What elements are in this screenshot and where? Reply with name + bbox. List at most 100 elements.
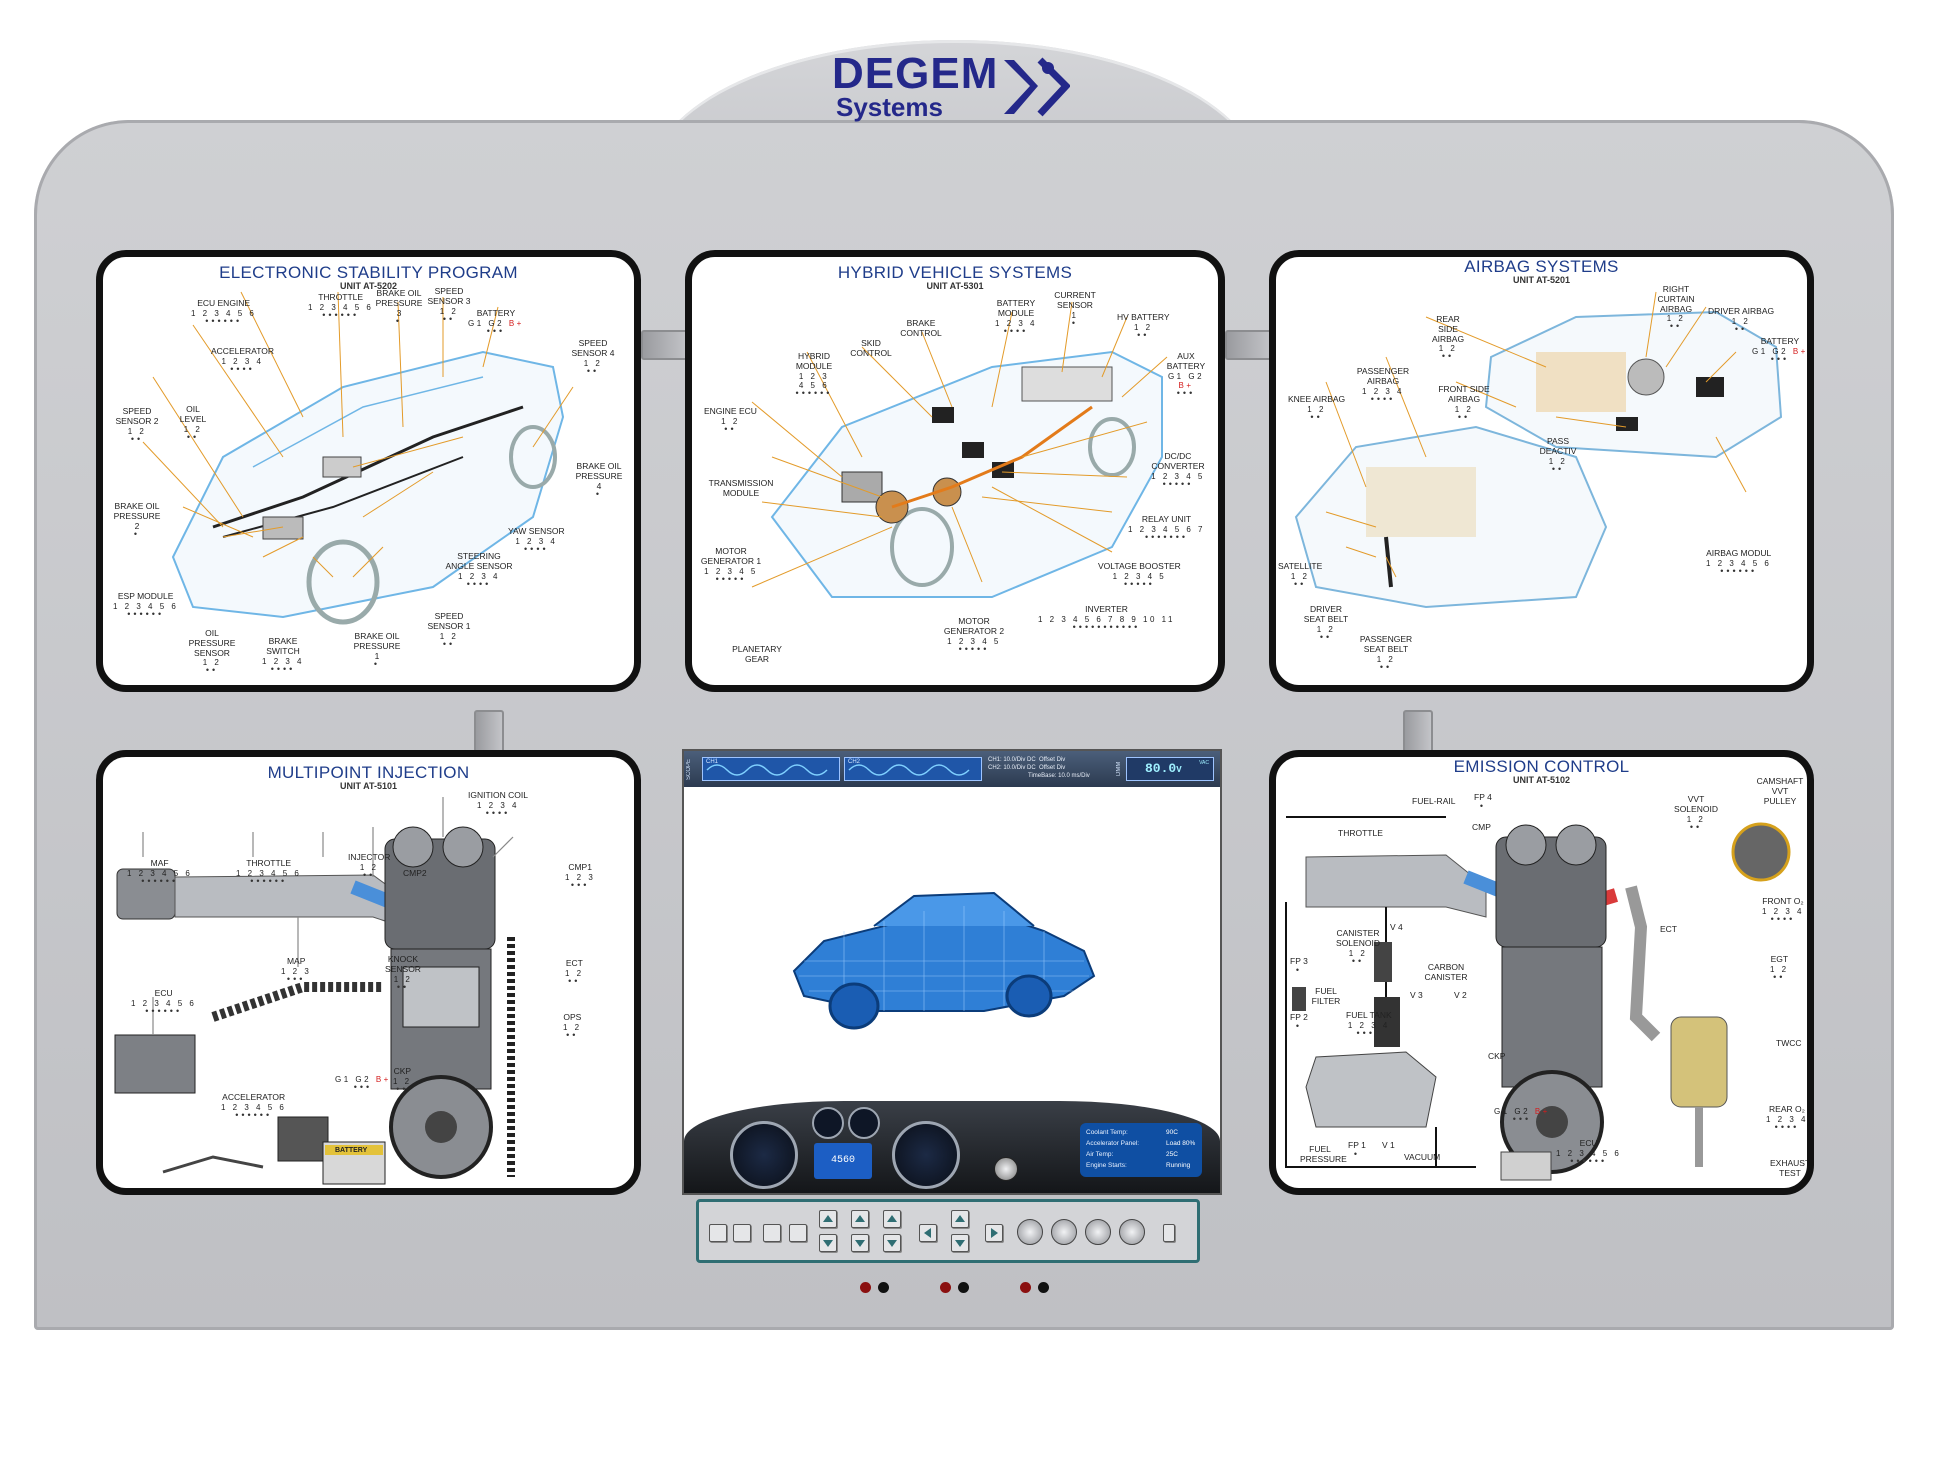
panel-unit: UNIT AT-5202 [339, 281, 397, 291]
ignition-key-icon[interactable] [994, 1157, 1018, 1181]
rotary-knob-1[interactable] [1017, 1219, 1043, 1245]
connector-fuel-pressure: FUEL PRESSURE [1300, 1144, 1347, 1164]
simulator-screen[interactable]: SCOPE CH1 CH2 CH1: 10.0/Div DC Offset Di… [682, 749, 1222, 1195]
dmm-mode: VAC [1199, 760, 1209, 766]
wireframe-car-model[interactable] [784, 881, 1104, 1031]
connector-exhaust-test: EXHAUST TEST [1770, 1158, 1811, 1178]
up-arrow-button[interactable] [951, 1210, 969, 1228]
connector-planetary-gear: PLANETARY GEAR [732, 644, 782, 664]
arrow-down-icon [823, 1240, 833, 1247]
connector-vacuum: VACUUM [1404, 1152, 1441, 1162]
panel-unit: UNIT AT-5102 [1512, 775, 1570, 785]
control-button-4[interactable] [789, 1224, 807, 1242]
down-arrow-button[interactable] [851, 1234, 869, 1252]
airbag-car-diagram [1294, 291, 1783, 609]
control-button-1[interactable] [709, 1224, 727, 1242]
left-arrow-button[interactable] [919, 1224, 937, 1242]
scope-measurements: CH1: 10.0/Div DC Offset Div CH2: 10.0/Di… [988, 757, 1090, 780]
jack-black[interactable] [1038, 1282, 1049, 1293]
connector-transmission-module: TRANSMISSION MODULE [708, 478, 774, 498]
up-arrow-button[interactable] [883, 1210, 901, 1228]
connector-carbon-canister: CARBON CANISTER [1424, 962, 1468, 982]
scope-channel-1[interactable]: CH1 [702, 757, 840, 781]
arrow-up-icon [955, 1215, 965, 1222]
info-engine-starts: Engine Starts:Running [1086, 1162, 1191, 1169]
channel-2-waveform-icon [848, 764, 970, 776]
down-arrow-button[interactable] [819, 1234, 837, 1252]
connector-fp2: FP 2• [1290, 1012, 1308, 1031]
panel-airbag-systems: AIRBAG SYSTEMS UNIT AT-5201 RIGHT CURTAI… [1269, 250, 1814, 692]
connector-brake-oil-pressure-2: BRAKE OIL PRESSURE 2• [113, 501, 161, 540]
jack-black[interactable] [958, 1282, 969, 1293]
connector-v3: V 3 [1410, 990, 1423, 1000]
temperature-gauge [848, 1107, 880, 1139]
instrument-cluster: 4560 Coolant Temp:90C Accelerator Panel:… [684, 1101, 1220, 1193]
channel-2-tag: CH2 [848, 759, 861, 765]
rotary-knob-3[interactable] [1085, 1219, 1111, 1245]
esp-car-diagram [142, 291, 574, 625]
arrow-up-icon [855, 1215, 865, 1222]
panel-title: AIRBAG SYSTEMS [1464, 257, 1619, 276]
battery-label: BATTERY [335, 1147, 368, 1154]
panel-multipoint-injection: MULTIPOINT INJECTION UNIT AT-5101 IGNITI… [96, 750, 641, 1195]
arrow-down-icon [955, 1240, 965, 1247]
jack-red[interactable] [1020, 1282, 1031, 1293]
jack-black[interactable] [878, 1282, 889, 1293]
jack-red[interactable] [860, 1282, 871, 1293]
info-coolant-temp: Coolant Temp:90C [1086, 1129, 1178, 1136]
connector-cmp: CMP [1472, 822, 1491, 832]
control-button-3[interactable] [763, 1224, 781, 1242]
panel-electronic-stability-program: ELECTRONIC STABILITY PROGRAM UNIT AT-520… [96, 250, 641, 692]
power-switch[interactable] [1163, 1224, 1175, 1242]
down-arrow-button[interactable] [883, 1234, 901, 1252]
panel-title: MULTIPOINT INJECTION [267, 763, 470, 782]
speedometer-gauge [730, 1121, 798, 1189]
connector-camshaft-vvt-pulley: CAMSHAFT VVT PULLEY [1756, 776, 1804, 806]
rotary-knob-4[interactable] [1119, 1219, 1145, 1245]
dmm-display[interactable]: 80.0V VAC [1126, 757, 1214, 781]
up-arrow-button[interactable] [819, 1210, 837, 1228]
right-arrow-button[interactable] [985, 1224, 1003, 1242]
scope-channel-2[interactable]: CH2 [844, 757, 982, 781]
info-accelerator-panel: Accelerator Panel:Load 80% [1086, 1140, 1196, 1147]
rotary-knob-2[interactable] [1051, 1219, 1077, 1245]
connector-v4: V 4 [1390, 922, 1403, 932]
connector-fp1: FP 1• [1348, 1140, 1366, 1159]
panel-unit: UNIT AT-5201 [1512, 275, 1570, 285]
connector-cmp2: CMP2 [403, 868, 427, 878]
up-arrow-button[interactable] [851, 1210, 869, 1228]
jack-red[interactable] [940, 1282, 951, 1293]
down-arrow-button[interactable] [951, 1234, 969, 1252]
scope-label: SCOPE [686, 758, 692, 780]
control-button-2[interactable] [733, 1224, 751, 1242]
connector-fuel-filter: FUEL FILTER [1311, 986, 1341, 1006]
